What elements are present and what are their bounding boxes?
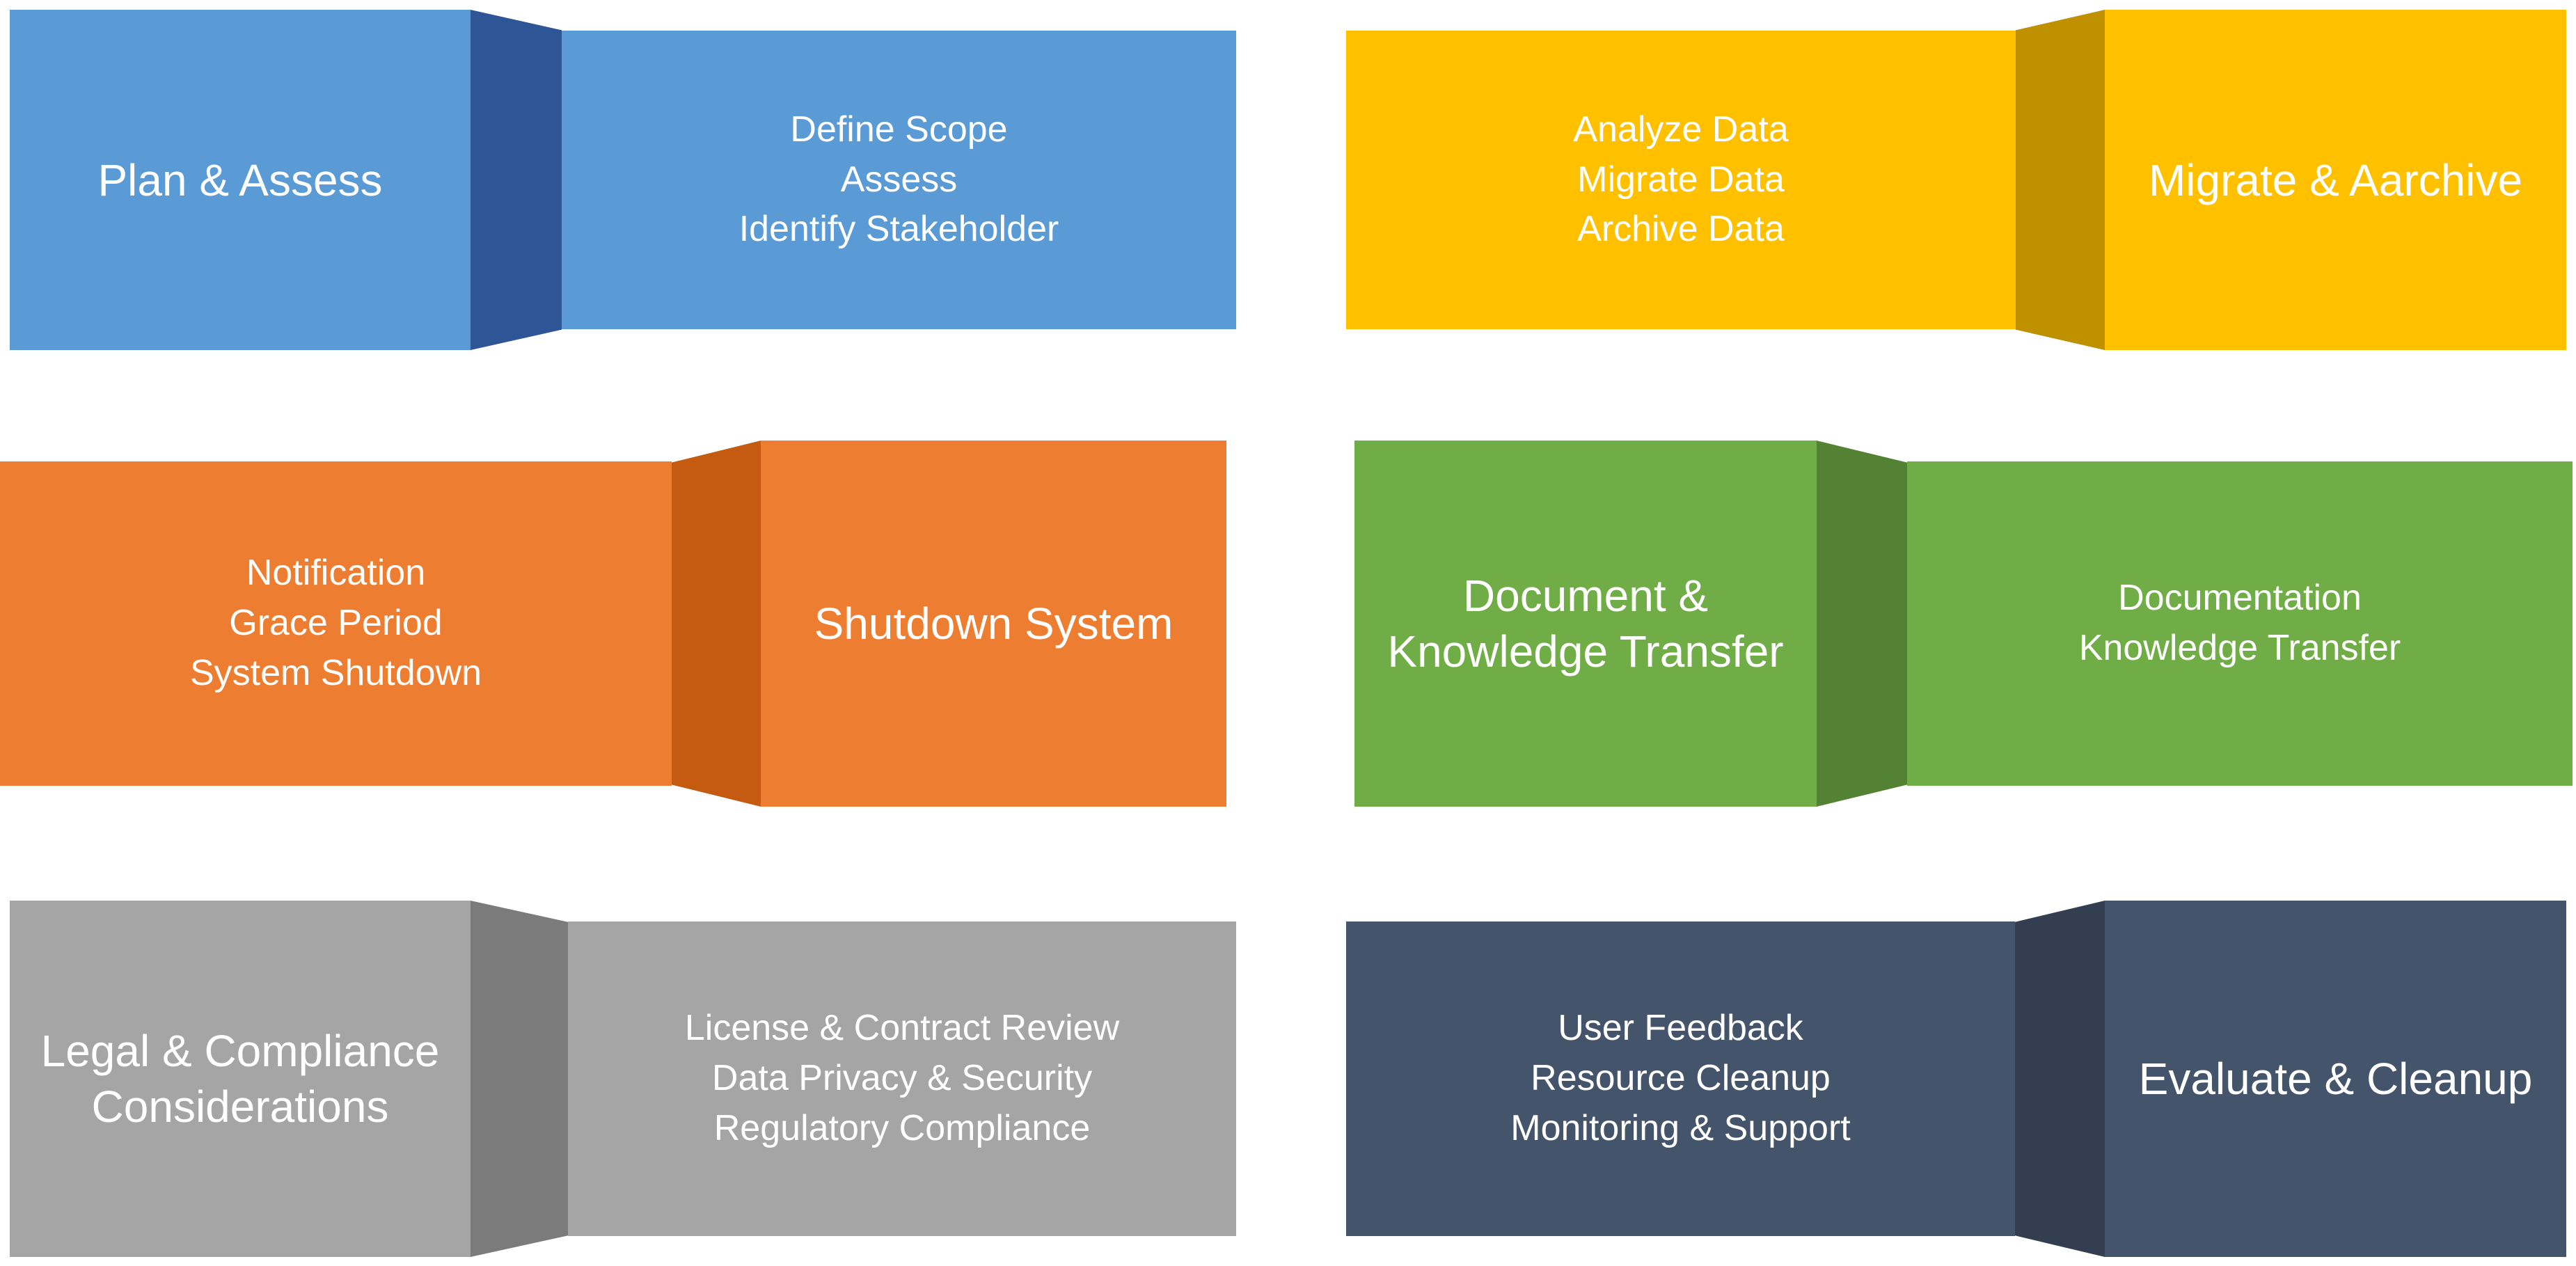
detail-line: Regulatory Compliance — [713, 1107, 1091, 1148]
ribbon-title: Migrate & Aarchive — [2148, 155, 2523, 205]
ribbon-fold — [672, 441, 761, 807]
detail-line: Data Privacy & Security — [711, 1058, 1093, 1099]
ribbon-title: Evaluate & Cleanup — [2138, 1054, 2533, 1104]
ribbon-title: Plan & Assess — [97, 155, 383, 205]
ribbon-fold — [471, 901, 568, 1257]
detail-line: Assess — [840, 159, 958, 200]
ribbon-details: Notification Grace Period System Shutdow… — [190, 548, 482, 698]
ribbon-fold — [471, 10, 562, 350]
ribbon-details: Documentation Knowledge Transfer — [2079, 573, 2401, 674]
title-block: Migrate & Aarchive — [2105, 10, 2566, 350]
ribbon-fold — [2015, 901, 2105, 1257]
ribbon-legal-compliance-considerations: Legal & Compliance Considerations Licens… — [10, 901, 1236, 1257]
details-block: Analyze Data Migrate Data Archive Data — [1346, 31, 2016, 329]
ribbon-plan-assess: Plan & Assess Define Scope Assess Identi… — [10, 10, 1236, 350]
title-block: Plan & Assess — [10, 10, 471, 350]
ribbon-migrate-archive: Analyze Data Migrate Data Archive Data M… — [1346, 10, 2566, 350]
details-block: Documentation Knowledge Transfer — [1907, 461, 2573, 786]
detail-line: System Shutdown — [189, 652, 482, 693]
detail-line: Monitoring & Support — [1510, 1107, 1851, 1148]
ribbon-fold — [2016, 10, 2105, 350]
title-block: Evaluate & Cleanup — [2105, 901, 2566, 1257]
ribbon-title: Shutdown System — [814, 599, 1174, 649]
detail-line: Define Scope — [790, 109, 1008, 150]
detail-line: Resource Cleanup — [1531, 1058, 1831, 1099]
details-block: Define Scope Assess Identify Stakeholder — [562, 31, 1236, 329]
detail-line: Knowledge Transfer — [2078, 628, 2401, 668]
title-block: Document & Knowledge Transfer — [1354, 441, 1817, 807]
ribbon-details: License & Contract Review Data Privacy &… — [685, 1004, 1119, 1153]
ribbon-title: Document & Knowledge Transfer — [1387, 571, 1784, 676]
detail-line: License & Contract Review — [684, 1008, 1120, 1049]
details-block: Notification Grace Period System Shutdow… — [0, 461, 672, 786]
ribbon-title: Legal & Compliance Considerations — [40, 1026, 440, 1132]
title-block: Legal & Compliance Considerations — [10, 901, 471, 1257]
detail-line: User Feedback — [1558, 1008, 1803, 1049]
details-block: User Feedback Resource Cleanup Monitorin… — [1346, 921, 2015, 1236]
ribbon-details: Analyze Data Migrate Data Archive Data — [1573, 105, 1788, 255]
title-block: Shutdown System — [761, 441, 1226, 807]
ribbon-details: Define Scope Assess Identify Stakeholder — [739, 105, 1059, 255]
detail-line: Notification — [246, 553, 426, 594]
details-block: License & Contract Review Data Privacy &… — [568, 921, 1236, 1236]
detail-line: Identify Stakeholder — [738, 209, 1059, 250]
detail-line: Grace Period — [229, 603, 443, 644]
ribbon-shutdown-system: Notification Grace Period System Shutdow… — [0, 441, 1226, 807]
ribbon-fold — [1817, 441, 1907, 807]
ribbon-details: User Feedback Resource Cleanup Monitorin… — [1510, 1004, 1851, 1153]
detail-line: Analyze Data — [1573, 109, 1789, 150]
ribbon-evaluate-cleanup: User Feedback Resource Cleanup Monitorin… — [1346, 901, 2566, 1257]
detail-line: Migrate Data — [1577, 159, 1785, 200]
ribbon-document-knowledge-transfer: Document & Knowledge Transfer Documentat… — [1354, 441, 2573, 807]
detail-line: Documentation — [2118, 578, 2362, 619]
detail-line: Archive Data — [1577, 209, 1785, 250]
